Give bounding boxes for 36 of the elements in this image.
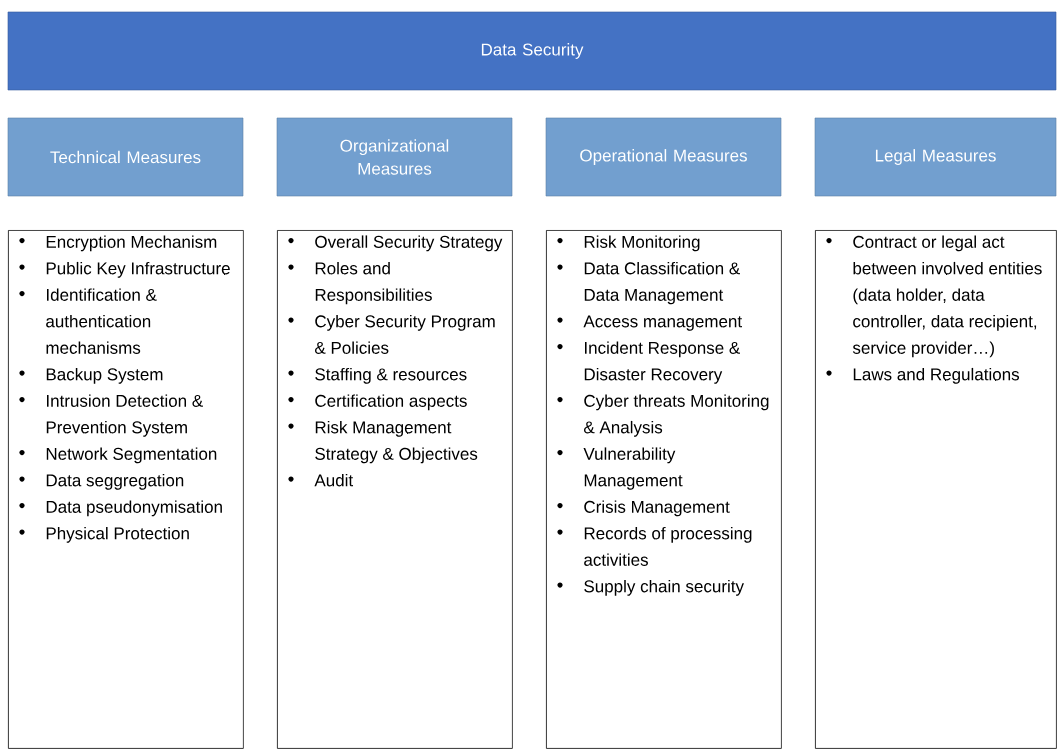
bullet-item: Encryption Mechanism [19, 235, 217, 252]
bullet-item: Backup System [19, 367, 163, 384]
bullet-item: Risk Management Strategy & Objectives [288, 420, 478, 464]
category-header: Legal Measures [814, 117, 1057, 197]
bullet-item: Public Key Infrastructure [19, 261, 230, 278]
bullet-item: Vulnerability Management [557, 447, 683, 490]
bullet-item: Cyber Security Program & Policies [288, 314, 495, 354]
bullet-item: Staffing & resources [288, 367, 467, 384]
bullet-item: Cyber threats Monitoring & Analysis [557, 394, 769, 437]
category-header: Organizational Measures [276, 117, 513, 197]
list-box [815, 230, 1057, 749]
bullet-item: Records of processing activities [557, 526, 752, 566]
list-box [277, 230, 513, 749]
bullet-item: Identification & authentication mechanisms [19, 288, 157, 354]
bullet-item: Risk Monitoring [557, 235, 700, 252]
bullet-item: Crisis Management [557, 500, 730, 517]
bullet-item: Data pseudonymisation [19, 500, 222, 517]
title-banner: Data Security [7, 11, 1057, 91]
bullet-item: Network Segmentation [19, 447, 217, 464]
bullet-item: Laws and Regulations [826, 367, 1020, 384]
bullet-item: Contract or legal act between involved entities (data holder, data controller, data recipient, service provider…) [826, 235, 1042, 358]
category-header: Technical Measures [7, 117, 244, 197]
bullet-item: Data Classification & Data Management [557, 261, 740, 305]
bullet-item: Overall Security Strategy [288, 235, 503, 252]
category-header: Operational Measures [545, 117, 782, 197]
list-box [546, 230, 782, 749]
bullet-item: Audit [288, 473, 353, 487]
bullet-item: Access management [557, 315, 742, 331]
bullet-item: Intrusion Detection & Prevention System [19, 394, 203, 437]
list-box [8, 230, 244, 749]
bullet-item: Data seggregation [19, 473, 184, 490]
bullet-item: Certification aspects [288, 394, 467, 411]
bullet-item: Incident Response & Disaster Recovery [557, 341, 740, 384]
bullet-item: Physical Protection [19, 526, 189, 543]
bullet-item: Supply chain security [557, 579, 744, 596]
bullet-item: Roles and Responsibilities [288, 261, 432, 305]
